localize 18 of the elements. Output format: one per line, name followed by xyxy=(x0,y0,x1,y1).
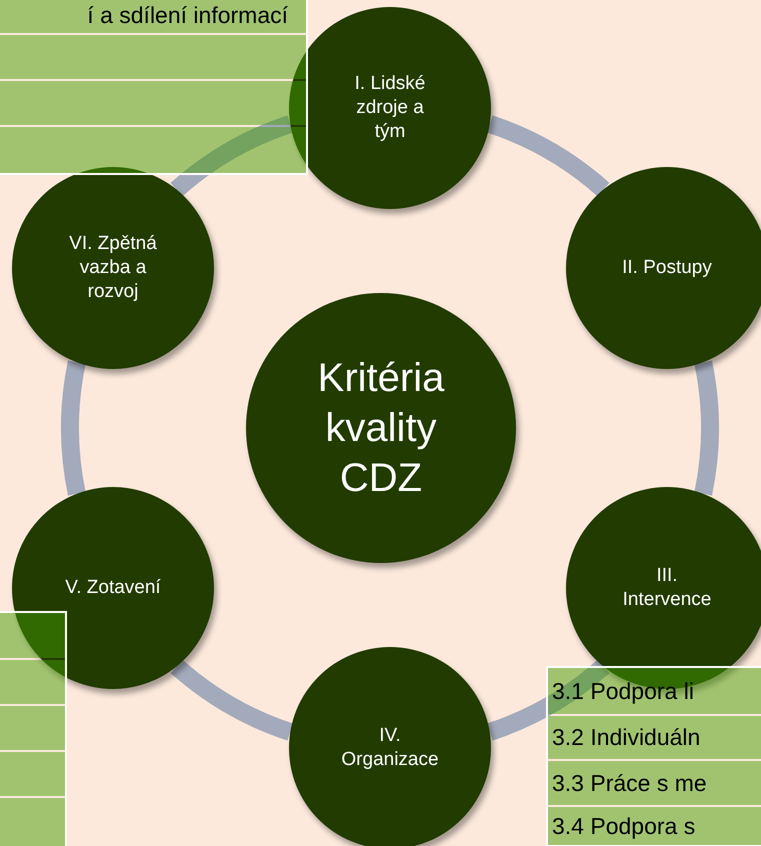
circle-label: III. Intervence xyxy=(622,564,712,612)
ring-connector xyxy=(486,659,610,740)
circle-label: II. Postupy xyxy=(621,256,713,280)
ring-connector xyxy=(170,116,294,197)
table-row: 3.4 Podpora s xyxy=(548,807,761,845)
ring-connector xyxy=(61,360,86,496)
table-row: 3.3 Práce s me xyxy=(548,761,761,805)
circle-label: Kritéria kvality CDZ xyxy=(316,355,446,502)
circle-label: I. Lidské zdroje a tým xyxy=(354,72,426,144)
table-row: 3.1 Podpora li xyxy=(548,668,761,714)
circle-label: V. Zotavení xyxy=(64,576,162,600)
ring-connector xyxy=(170,659,294,740)
ring-connector xyxy=(486,116,610,197)
table-row: í a sdílení informací xyxy=(0,0,306,33)
circle-label: VI. Zpětná vazba a rozvoj xyxy=(68,232,158,304)
ring-connector xyxy=(694,360,719,496)
circle-label: IV. Organizace xyxy=(340,724,440,772)
table-row: 3.2 Individuáln xyxy=(548,716,761,759)
